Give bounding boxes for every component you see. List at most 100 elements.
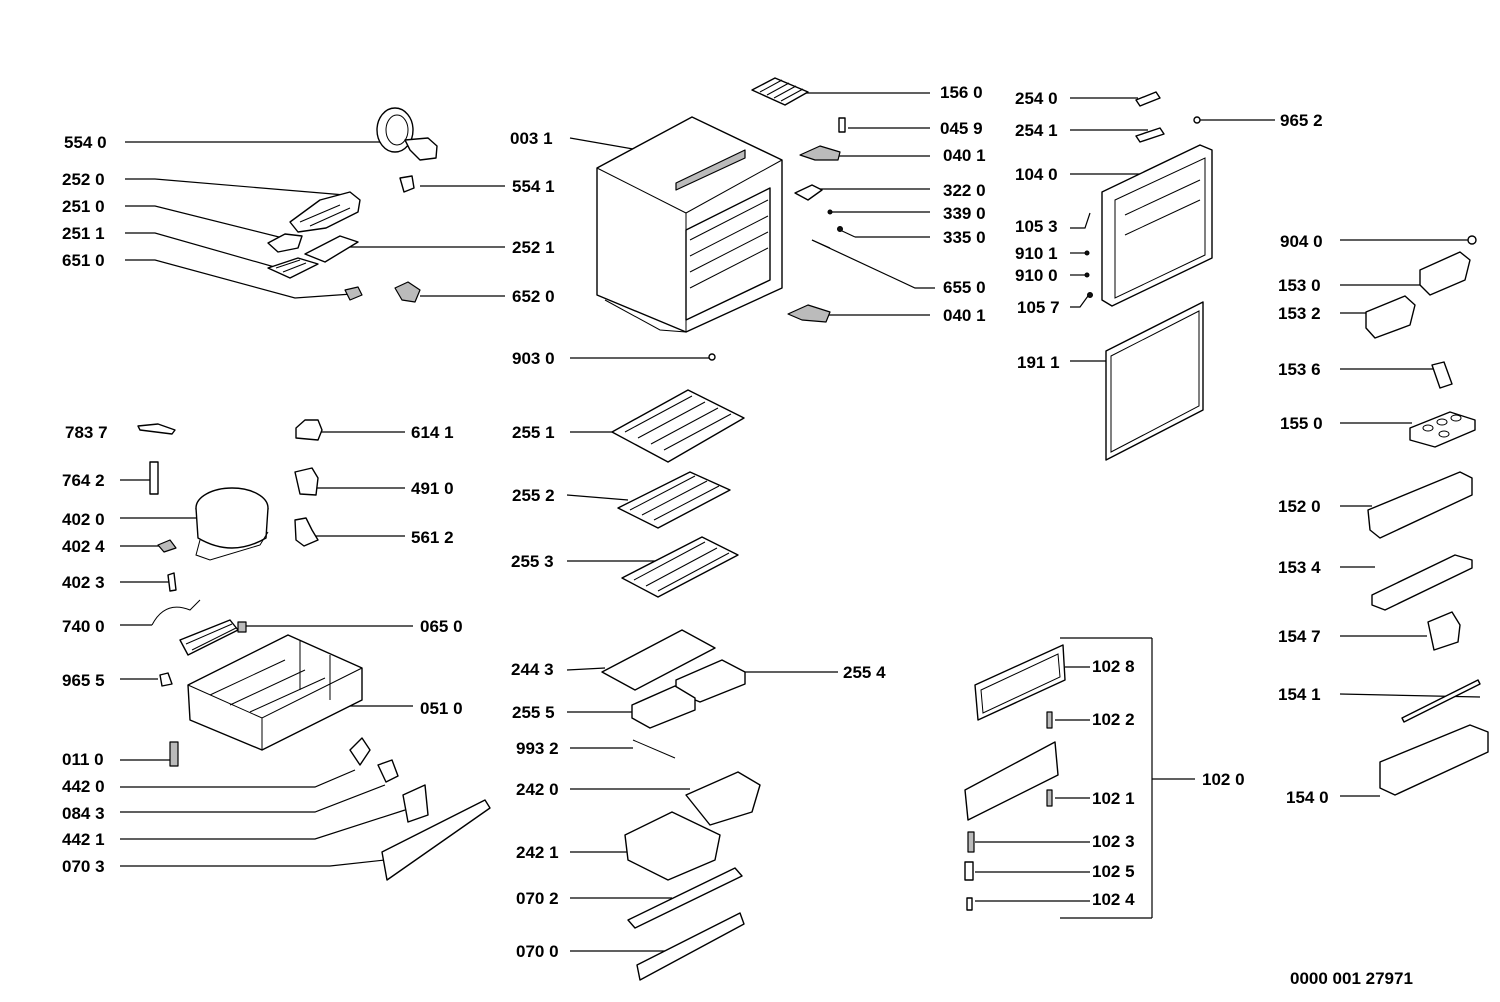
label-1530: 153 0 [1278,276,1321,295]
label-6520: 652 0 [512,287,555,306]
flap-door-part [964,741,1059,821]
label-0401-lower: 040 1 [943,306,986,325]
lamp-socket-part [349,737,371,766]
label-2554: 255 4 [843,663,886,682]
label-1020: 102 0 [1202,770,1245,789]
label-1021: 102 1 [1092,789,1135,808]
door-shelf-large-part [1367,471,1473,539]
thermostat-plate-part [304,235,359,263]
shelf-3-part [621,536,739,598]
label-2421: 242 1 [516,843,559,862]
label-1053: 105 3 [1015,217,1058,236]
chiller-shelf-part [601,629,716,691]
rod-part [1401,679,1481,723]
label-0650: 065 0 [420,617,463,636]
label-4020: 402 0 [62,510,105,529]
screw-part [169,741,179,767]
label-1547: 154 7 [1278,627,1321,646]
label-0459: 045 9 [940,119,983,138]
label-1536: 153 6 [1278,360,1321,379]
label-2520: 252 0 [62,170,105,189]
label-9655: 965 5 [62,671,105,690]
switch-bracket-part [402,784,429,823]
front-trim-part [381,799,491,881]
shelf-2-part [617,471,731,529]
lamp-cover-part [267,233,303,253]
cabinet-part [596,116,783,333]
drawer-part [624,811,721,881]
label-2540: 254 0 [1015,89,1058,108]
label-1534: 153 4 [1278,558,1321,577]
front-panel-a-part [627,867,743,929]
compressor-part [195,487,269,561]
label-1540: 154 0 [1286,788,1329,807]
label-3350: 335 0 [943,228,986,247]
label-9100: 910 0 [1015,266,1058,285]
label-6510: 651 0 [62,251,105,270]
egg-tray-part [1409,411,1476,448]
label-0843: 084 3 [62,804,105,823]
label-6141: 614 1 [411,423,454,442]
label-1550: 155 0 [1280,414,1323,433]
hinge-lower-part [787,304,831,323]
label-2541: 254 1 [1015,121,1058,140]
label-2555: 255 5 [512,703,555,722]
label-5541: 554 1 [512,177,555,196]
crisper-tray-b-part [631,685,696,729]
capacitor-tube-part [149,461,159,495]
label-3220: 322 0 [943,181,986,200]
label-3390: 339 0 [943,204,986,223]
label-7837: 783 7 [65,423,108,442]
lamp-housing-part [289,191,361,233]
front-panel-b-part [636,912,745,981]
label-0702: 070 2 [516,889,559,908]
shelf-cover-a-part [1419,251,1471,296]
label-2552: 255 2 [512,486,555,505]
label-2521: 252 1 [512,238,555,257]
label-1028: 102 8 [1092,657,1135,676]
control-knob-part [377,759,399,783]
label-9030: 903 0 [512,349,555,368]
label-1023: 102 3 [1092,832,1135,851]
label-2553: 255 3 [511,552,554,571]
relay-part [295,419,323,441]
label-2551: 255 1 [512,423,555,442]
drawing-number: 0000 001 27971 [1290,969,1413,988]
knob-part [1467,235,1477,245]
door-shelf-bottom-part [1379,724,1489,796]
label-0703: 070 3 [62,857,105,876]
label-4421: 442 1 [62,830,105,849]
label-2443: 244 3 [511,660,554,679]
thermostat-part [294,517,319,547]
label-0110: 011 0 [62,750,104,769]
label-6550: 655 0 [943,278,986,297]
label-0401-upper: 040 1 [943,146,986,165]
fan-ring-part [376,107,438,161]
spring-clip-part [167,572,177,592]
tool-part [137,423,176,435]
label-4420: 442 0 [62,777,105,796]
label-0700: 070 0 [516,942,559,961]
shelf-cover-b-part [1365,295,1416,339]
handle-part [1135,127,1165,143]
condenser-part [151,599,239,656]
label-0031: 003 1 [510,129,553,148]
label-5540: 554 0 [64,133,107,152]
label-1022: 102 2 [1092,710,1135,729]
label-4024: 402 4 [62,537,105,556]
shelf-1-part [611,389,745,463]
ice-tray-part [751,77,809,106]
handle-cap-part [1135,91,1161,107]
label-2511: 251 1 [62,224,105,243]
label-9101: 910 1 [1015,244,1058,263]
small-bin-part [1427,611,1461,651]
label-1532: 153 2 [1278,304,1321,323]
parts-art [137,77,1489,981]
leader-lines [120,92,1481,952]
label-7642: 764 2 [62,471,105,490]
label-9040: 904 0 [1280,232,1323,251]
label-7400: 740 0 [62,617,105,636]
cable-part [632,739,676,759]
label-1520: 152 0 [1278,497,1321,516]
label-4023: 402 3 [62,573,105,592]
